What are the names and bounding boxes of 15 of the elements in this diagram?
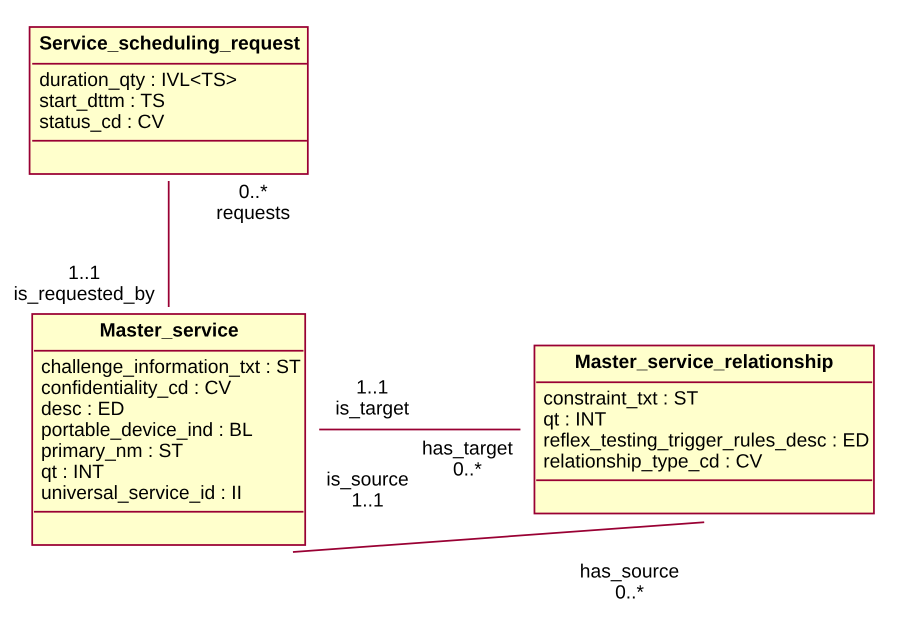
label: has_source (580, 561, 680, 582)
label: is_target (335, 398, 410, 420)
label: 1..1 (352, 490, 384, 512)
label: 0..* (615, 582, 644, 604)
label: 0..* (452, 460, 482, 481)
label: 1..1 (356, 377, 388, 398)
label: is_requested_by (14, 284, 155, 305)
connector (319, 428, 520, 430)
connector (292, 521, 704, 553)
label: 1..1 (68, 262, 100, 284)
label: is_source (326, 470, 409, 491)
label: has_target (422, 438, 513, 460)
connector (168, 181, 170, 307)
label: 0..* (238, 182, 268, 204)
label: requests (216, 203, 290, 224)
